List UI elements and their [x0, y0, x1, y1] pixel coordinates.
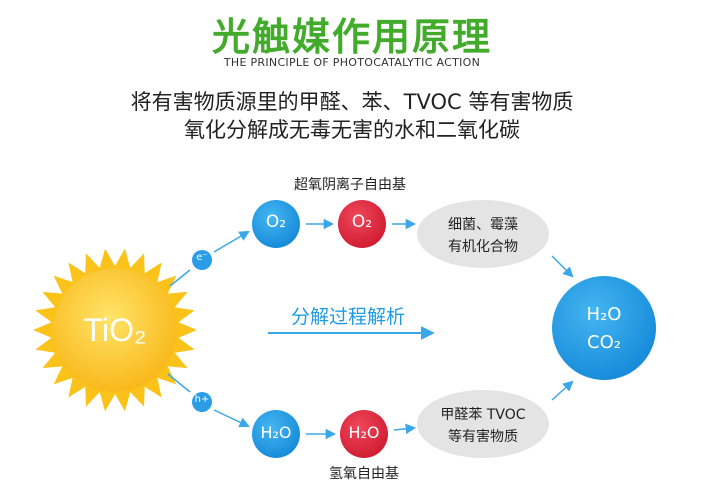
hydroxyl-title: 氢氧自由基: [329, 466, 399, 482]
product-circle: [552, 276, 656, 380]
arrow-radical-to-targets-bottom: [393, 423, 417, 435]
electron-circle: [192, 250, 212, 270]
arrow-hole-to-h2o: [213, 409, 250, 428]
targets-top-line-2: 有机化合物: [448, 239, 518, 255]
o2-radical-circle: [338, 200, 386, 248]
h2o-radical-circle: [340, 410, 388, 458]
arrow-targets-to-product: [551, 255, 574, 278]
page-subtitle: THE PRINCIPLE OF PHOTOCATALYTIC ACTION: [223, 56, 481, 69]
targets-bottom-line-1: 甲醛苯 TVOC: [440, 407, 526, 423]
targets-top-bubble: [417, 200, 549, 268]
arrow-sun-to-electron: [169, 269, 191, 287]
product-line-1: H₂O: [586, 304, 622, 325]
description-line-2: 氧化分解成无毒无害的水和二氧化碳: [184, 118, 520, 142]
targets-bottom-line-2: 等有害物质: [448, 429, 518, 445]
process-label: 分解过程解析: [290, 306, 405, 328]
arrow-electron-to-o2: [213, 230, 250, 253]
sun-shape: [33, 248, 197, 412]
arrow-targets-bottom-to-product: [551, 380, 574, 401]
targets-top-line-1: 细菌、霉藻: [448, 217, 518, 233]
arrow-sun-to-hole: [167, 373, 191, 393]
o2-label: O₂: [265, 212, 287, 232]
targets-bottom-bubble: [417, 390, 549, 458]
electron-label: e⁻: [196, 252, 208, 263]
description-line-1: 将有害物质源里的甲醛、苯、TVOC 等有害物质: [130, 90, 574, 114]
h2o-label: H₂O: [260, 423, 292, 442]
o2-radical-label: O₂: [351, 212, 373, 232]
h2o-radical-label: H₂O: [348, 423, 380, 442]
page-title: 光触媒作用原理: [211, 15, 492, 59]
product-line-2: CO₂: [587, 332, 621, 353]
hole-circle: [192, 392, 212, 412]
sun-label: TiO₂: [83, 312, 147, 348]
hole-label: h+: [194, 394, 210, 405]
o2-circle: [252, 200, 300, 248]
superoxide-title: 超氧阴离子自由基: [294, 177, 406, 193]
h2o-circle: [252, 410, 300, 458]
